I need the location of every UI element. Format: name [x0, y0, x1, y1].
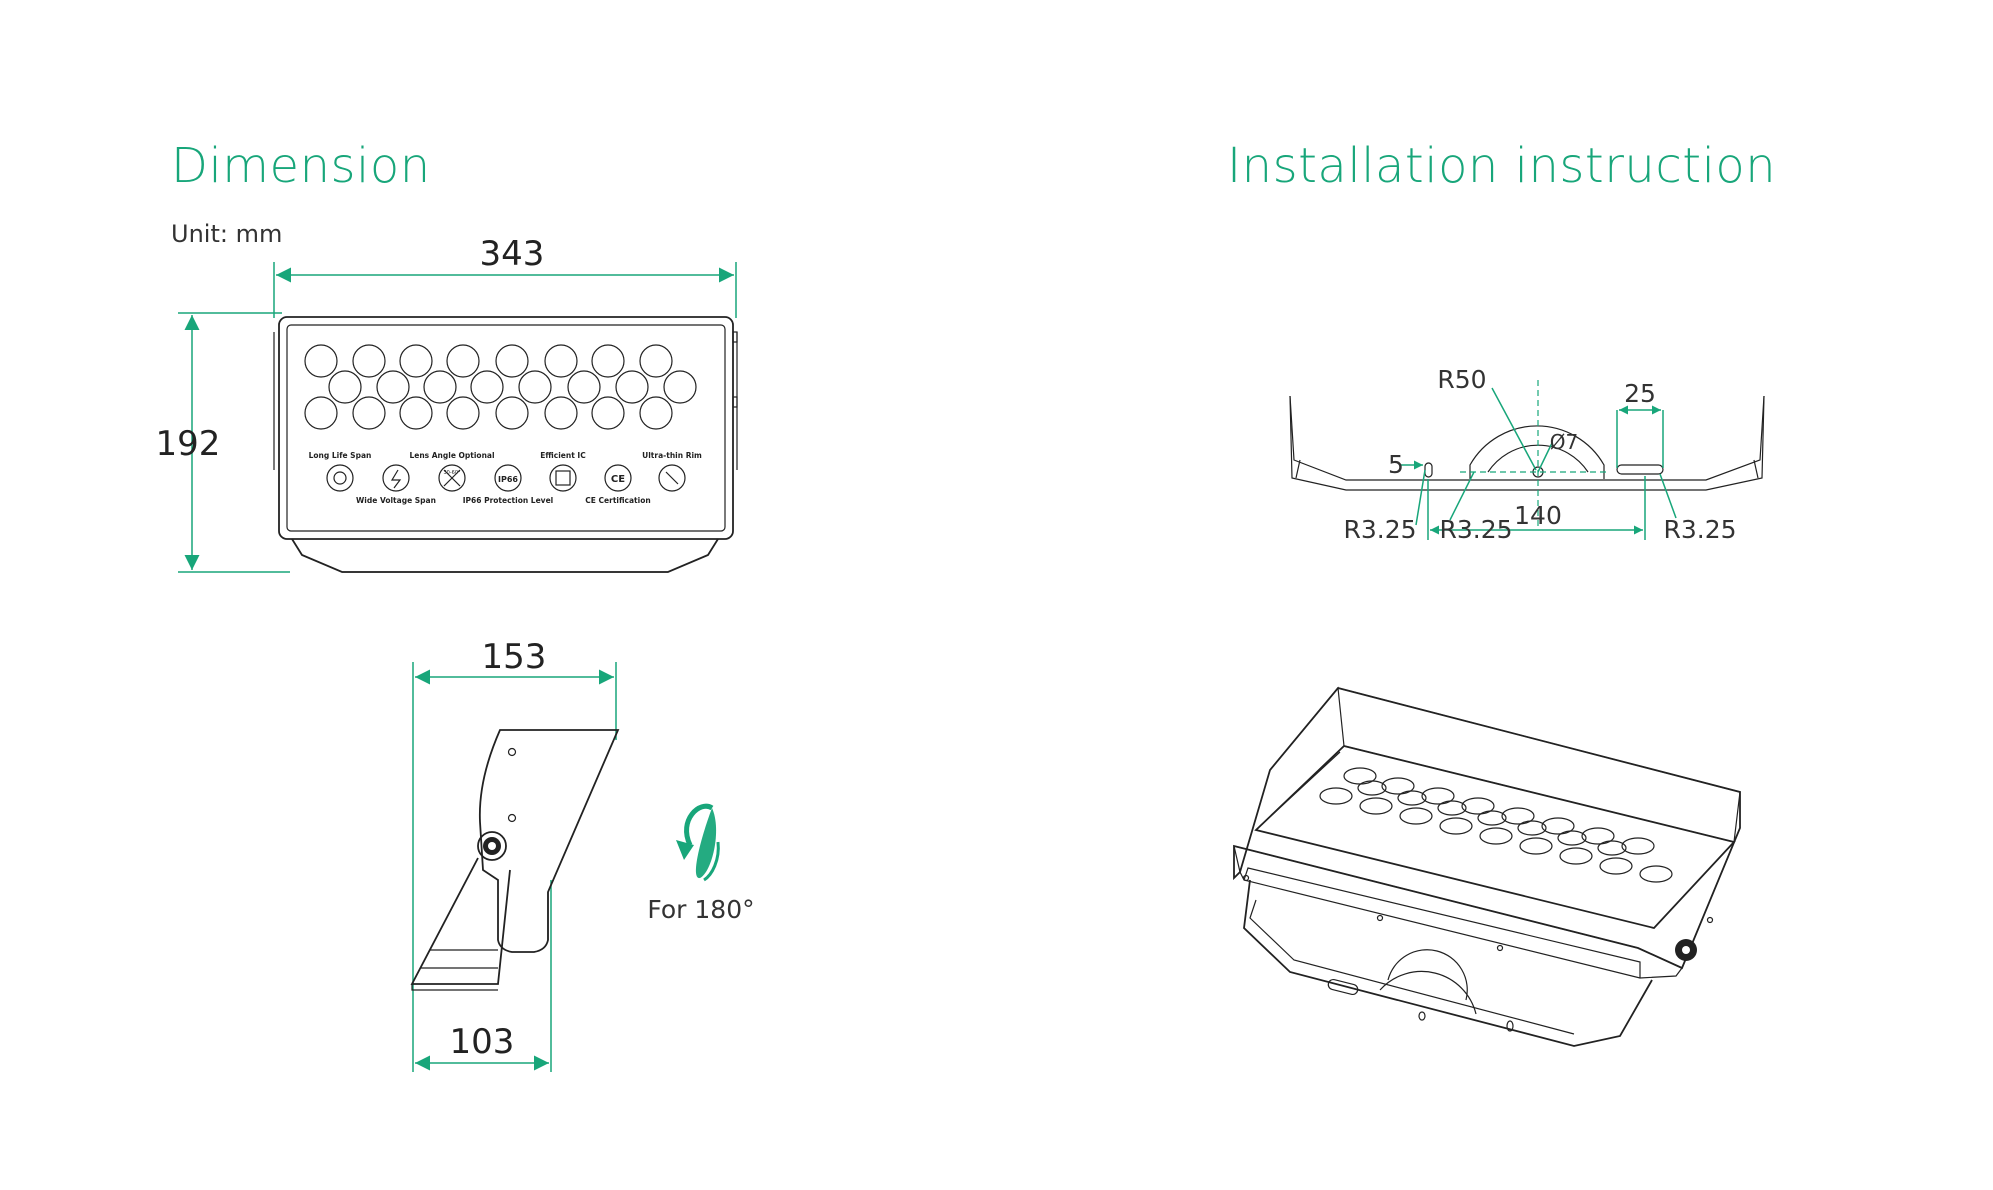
iso-bracket-arch: [1387, 949, 1468, 1001]
iso-view: [1233, 686, 1741, 1047]
ip66-icon: [494, 464, 522, 492]
side-view: 153 103 For 180°: [410, 637, 755, 1072]
feature-label-ce: CE Certification: [585, 496, 650, 505]
height-label: 192: [156, 424, 221, 464]
voltage-icon: [382, 464, 410, 492]
depth-bottom-label: 103: [450, 1022, 515, 1062]
w5-label: 5: [1388, 450, 1404, 479]
feature-label-efficient-ic: Efficient IC: [540, 451, 586, 460]
front-view: 343 192 Long Life Span Lens Angle Option…: [156, 234, 738, 573]
r325-mid-label: R3.25: [1439, 515, 1512, 544]
iso-housing-back: [1233, 686, 1741, 970]
depth-top-label: 153: [482, 637, 547, 677]
feature-icons: [326, 464, 686, 492]
slot-left: [1424, 462, 1433, 478]
ce-mark: CE: [611, 474, 625, 485]
w25-label: 25: [1624, 379, 1656, 408]
installation-title: Installation instruction: [1227, 138, 1777, 194]
bracket-arch: [1469, 425, 1605, 479]
led-lens-grid: [304, 344, 697, 430]
knob: [477, 831, 507, 861]
ip66-badge: IP66: [498, 475, 518, 484]
lens-angle-badge: 30-60°: [443, 470, 461, 476]
bracket-view: R50 Ø7 25 5 140 R3.25 R3.25 R3.25: [1289, 365, 1765, 544]
ce-icon: [604, 464, 632, 492]
w140-label: 140: [1514, 501, 1562, 530]
rotation-label: For 180°: [647, 895, 754, 924]
feature-label-voltage: Wide Voltage Span: [356, 496, 436, 505]
bottom-bracket: [291, 538, 719, 573]
feature-label-lens-angle: Lens Angle Optional: [409, 451, 494, 460]
feature-label-long-life: Long Life Span: [309, 451, 372, 460]
lens-angle-icon: [438, 464, 466, 492]
housing-inner: [286, 324, 726, 532]
feature-label-ultra-thin: Ultra-thin Rim: [642, 451, 702, 460]
dimension-title: Dimension: [171, 138, 431, 194]
r325-left-label: R3.25: [1343, 515, 1416, 544]
rotate-arrow-icon: [676, 803, 720, 882]
iso-bracket: [1243, 879, 1653, 1047]
rim-icon: [658, 464, 686, 492]
clock-icon: [326, 464, 354, 492]
r325-right-label: R3.25: [1663, 515, 1736, 544]
side-bracket: [410, 857, 511, 985]
housing-outline: [278, 316, 734, 540]
side-body: [478, 729, 620, 953]
bracket-outline: [1289, 395, 1765, 491]
chip-icon: [549, 464, 577, 492]
r50-label: R50: [1437, 365, 1486, 394]
width-label: 343: [480, 234, 545, 274]
iso-led-lenses: [1319, 767, 1673, 883]
unit-label: Unit: mm: [171, 220, 283, 248]
d7-label: Ø7: [1550, 430, 1578, 454]
feature-label-ip66: IP66 Protection Level: [463, 496, 553, 505]
slot-right: [1616, 464, 1664, 475]
